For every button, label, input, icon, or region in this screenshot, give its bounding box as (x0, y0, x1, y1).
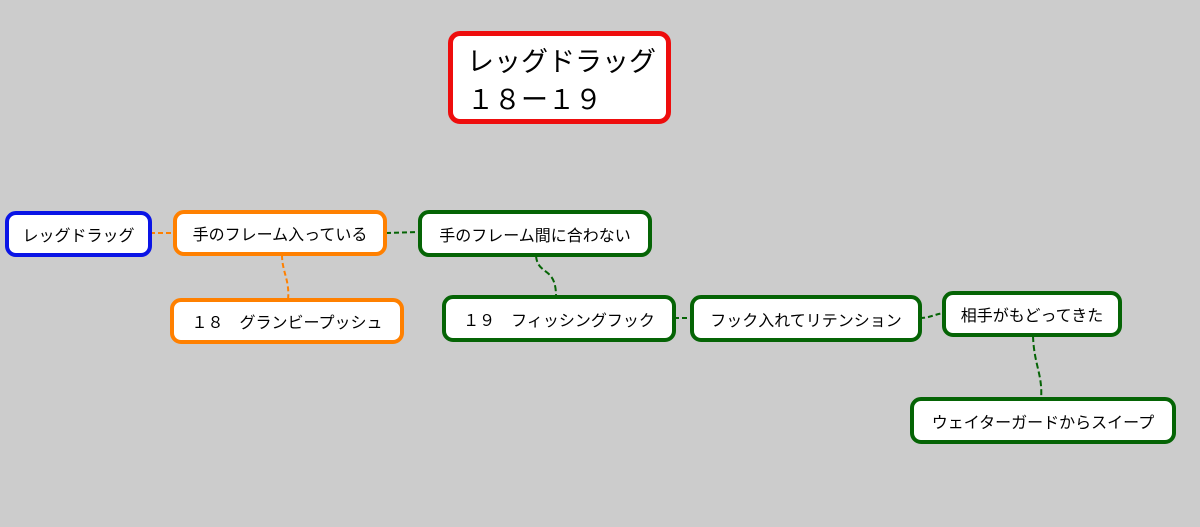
node-hand-frame-late[interactable]: 手のフレーム間に合わない (418, 210, 652, 257)
node-opponent-returned[interactable]: 相手がもどってきた (942, 291, 1122, 337)
node-fishing-hook[interactable]: １９ フィッシングフック (442, 295, 676, 342)
node-hook-retention[interactable]: フック入れてリテンション (690, 295, 922, 342)
node-hook-retention-label: フック入れてリテンション (710, 310, 902, 330)
connector-hand-frame-late-to-fishing-hook (535, 255, 557, 297)
root-node-label: レッグドラッグ (22, 226, 135, 245)
node-hand-frame-in-label: 手のフレーム入っている (192, 225, 368, 244)
node-granby-push-label: １８ グランビープッシュ (191, 313, 383, 332)
mindmap-title-line1: レッグドラッグ (467, 47, 656, 78)
connector-hand-frame-in-to-hand-frame-late (385, 231, 421, 234)
connector-opponent-returned-to-waiter-guard-sweep (1032, 335, 1043, 400)
node-granby-push[interactable]: １８ グランビープッシュ (170, 298, 404, 344)
node-hand-frame-late-label: 手のフレーム間に合わない (439, 225, 631, 245)
node-waiter-guard-sweep[interactable]: ウェイターガードからスイープ (910, 397, 1176, 444)
node-opponent-returned-label: 相手がもどってきた (960, 306, 1104, 325)
connector-hook-retention-to-opponent-returned (919, 312, 945, 319)
mindmap-title-line2: １８ー１９ (467, 85, 602, 116)
mindmap-title[interactable]: レッグドラッグ １８ー１９ (448, 31, 671, 124)
node-fishing-hook-label: １９ フィッシングフック (463, 310, 655, 330)
node-waiter-guard-sweep-label: ウェイターガードからスイープ (931, 412, 1155, 432)
node-hand-frame-in[interactable]: 手のフレーム入っている (173, 210, 387, 256)
connector-hand-frame-in-to-granby-push (281, 254, 290, 301)
root-node[interactable]: レッグドラッグ (5, 211, 152, 257)
